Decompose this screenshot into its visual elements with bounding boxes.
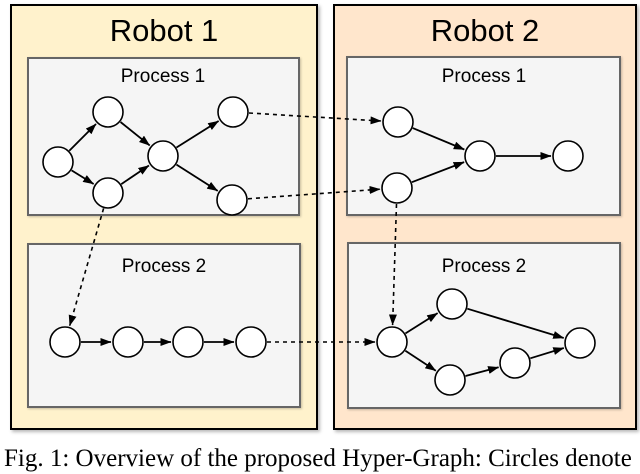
robot-2-process-2-box — [347, 242, 621, 409]
solid-edge — [530, 347, 565, 360]
solid-edge — [120, 164, 150, 185]
robot-2-process-2-title: Process 2 — [442, 256, 526, 277]
robot-1-process-2-title: Process 2 — [122, 256, 206, 277]
robot-1-group: Robot 1 Process 1 Process 2 — [10, 4, 318, 430]
graph-node — [92, 96, 124, 128]
dashed-edge — [247, 185, 381, 200]
graph-node — [92, 177, 124, 209]
graph-node — [49, 326, 81, 358]
robot-1-title: Robot 1 — [110, 13, 219, 48]
solid-edge — [467, 307, 565, 339]
graph-node — [464, 140, 496, 172]
solid-edge — [465, 366, 500, 377]
robot-1-process-1-title: Process 1 — [121, 66, 205, 87]
solid-edge — [405, 312, 439, 335]
robot-2-title: Robot 2 — [431, 13, 540, 48]
solid-edge — [411, 161, 465, 184]
graph-node — [112, 326, 144, 358]
graph-node — [42, 146, 74, 178]
graph-node — [564, 327, 596, 359]
graph-node — [434, 364, 466, 396]
graph-node — [235, 326, 267, 358]
node-layer — [42, 96, 596, 396]
graph-node — [217, 96, 249, 128]
robot-2-process-1-title: Process 1 — [442, 66, 526, 87]
graph-node — [381, 172, 413, 204]
graph-node — [147, 140, 179, 172]
graph-node — [552, 140, 584, 172]
solid-edge — [412, 127, 465, 151]
robot-1-process-1-box — [27, 57, 300, 216]
graph-node — [172, 326, 204, 358]
solid-edge — [404, 350, 437, 372]
figure-caption: Fig. 1: Overview of the proposed Hyper-G… — [4, 445, 632, 472]
edge-layer — [68, 112, 565, 377]
solid-edge — [119, 121, 151, 147]
graph-node — [436, 288, 468, 320]
dashed-edge — [248, 112, 382, 125]
hypergraph-diagram: Robot 1 Process 1 Process 2 Robot 2 Proc… — [10, 4, 637, 430]
graph-node — [382, 106, 414, 138]
graph-node — [376, 326, 408, 358]
solid-edge — [176, 163, 219, 192]
solid-edge — [71, 169, 95, 185]
solid-edge — [176, 120, 220, 149]
robot-2-group: Robot 2 Process 1 Process 2 — [333, 4, 637, 430]
solid-edge — [68, 123, 97, 152]
graph-node — [216, 184, 248, 216]
graph-node — [499, 347, 531, 379]
